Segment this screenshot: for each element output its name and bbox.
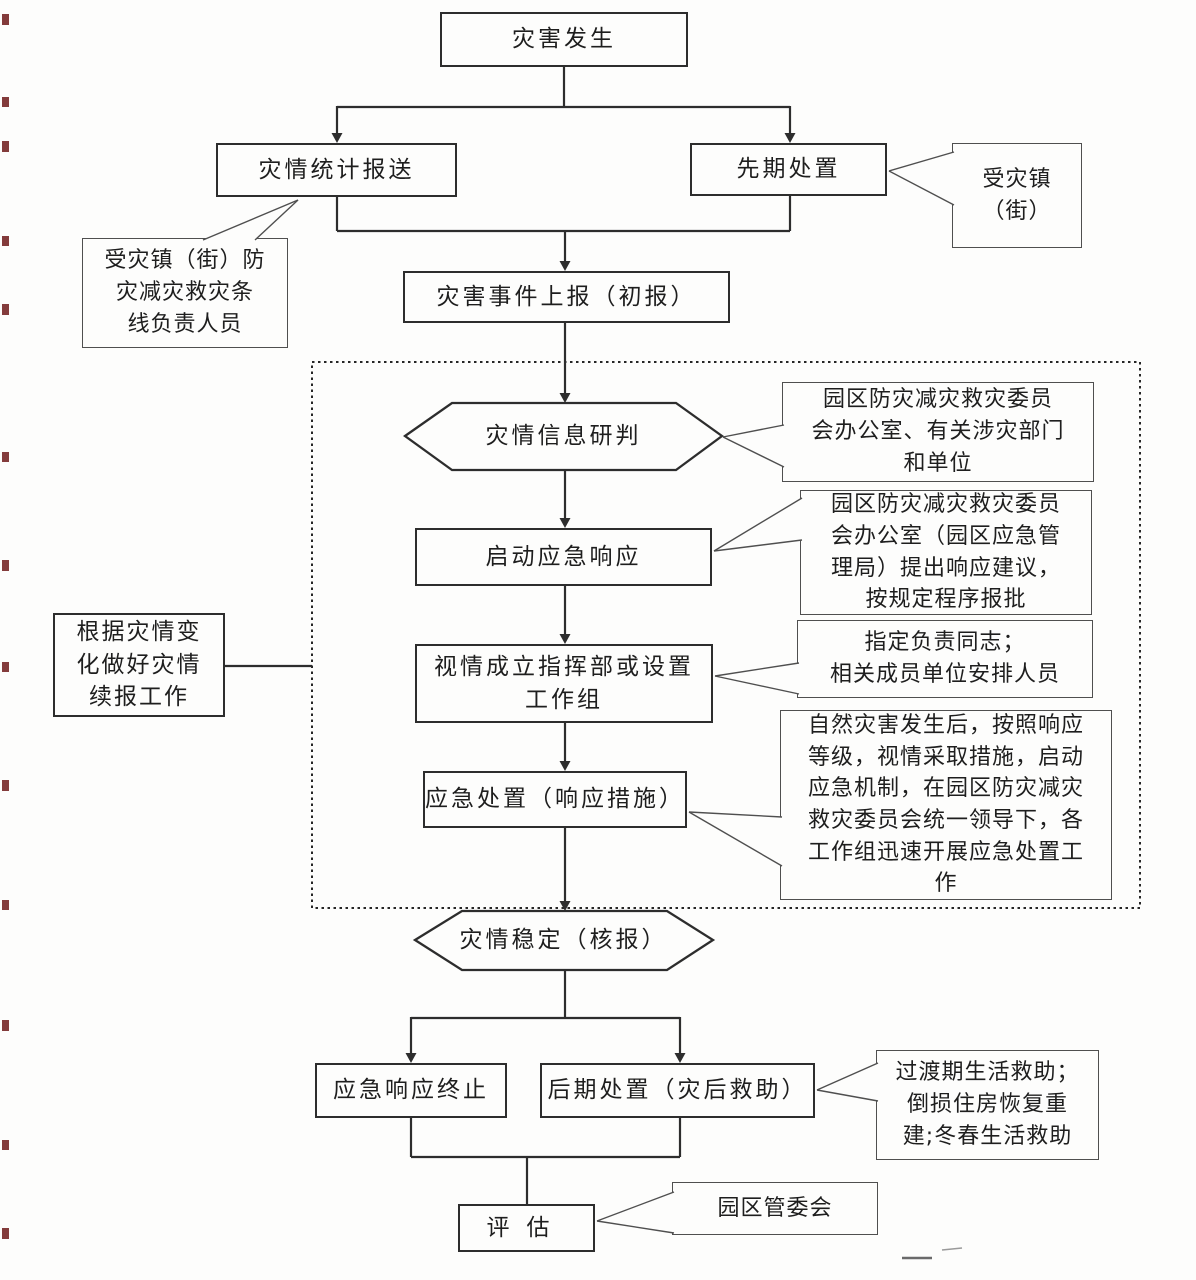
note-continued-report: 根据灾情变 化做好灾情 续报工作: [53, 613, 225, 717]
node-stats-report: 灾情统计报送: [216, 143, 457, 197]
node-start-response: 启动应急响应: [415, 528, 712, 586]
node-initial-disposal: 先期处置: [690, 143, 887, 196]
callout-response-measures: 自然灾害发生后，按照响应 等级，视情采取措施，启动 应急机制，在园区防灾减灾 救…: [780, 710, 1112, 900]
scan-margin-marks: [2, 14, 9, 1239]
node-later-disposal: 后期处置（灾后救助）: [540, 1063, 815, 1118]
node-event-report: 灾害事件上报（初报）: [403, 271, 730, 323]
callout-designate-staff: 指定负责同志； 相关成员单位安排人员: [797, 620, 1093, 698]
callout-committee-office: 园区防灾减灾救灾委员 会办公室、有关涉灾部门 和单位: [782, 382, 1094, 482]
flow-lines: [225, 67, 792, 1204]
callout-response-suggestion: 园区防灾减灾救灾委员 会办公室（园区应急管 理局）提出响应建议， 按规定程序报批: [800, 490, 1092, 615]
pen-marks: [902, 1247, 963, 1260]
node-evaluation: 评估: [458, 1204, 595, 1252]
node-disaster-stable: 灾情稳定（核报）: [459, 927, 668, 954]
node-setup-hq: 视情成立指挥部或设置 工作组: [415, 644, 713, 723]
callout-post-disaster-relief: 过渡期生活救助； 倒损住房恢复重 建;冬春生活救助: [876, 1050, 1099, 1160]
node-response-end: 应急响应终止: [315, 1063, 507, 1118]
node-emergency-disposal: 应急处置（响应措施）: [423, 771, 687, 828]
callout-affected-town: 受灾镇 （街）: [952, 143, 1082, 248]
node-info-assessment: 灾情信息研判: [485, 423, 642, 450]
callout-management-committee: 园区管委会: [672, 1182, 878, 1235]
node-disaster-occurs: 灾害发生: [440, 12, 688, 67]
callout-town-line-staff: 受灾镇（街）防 灾减灾救灾条 线负责人员: [82, 238, 288, 348]
